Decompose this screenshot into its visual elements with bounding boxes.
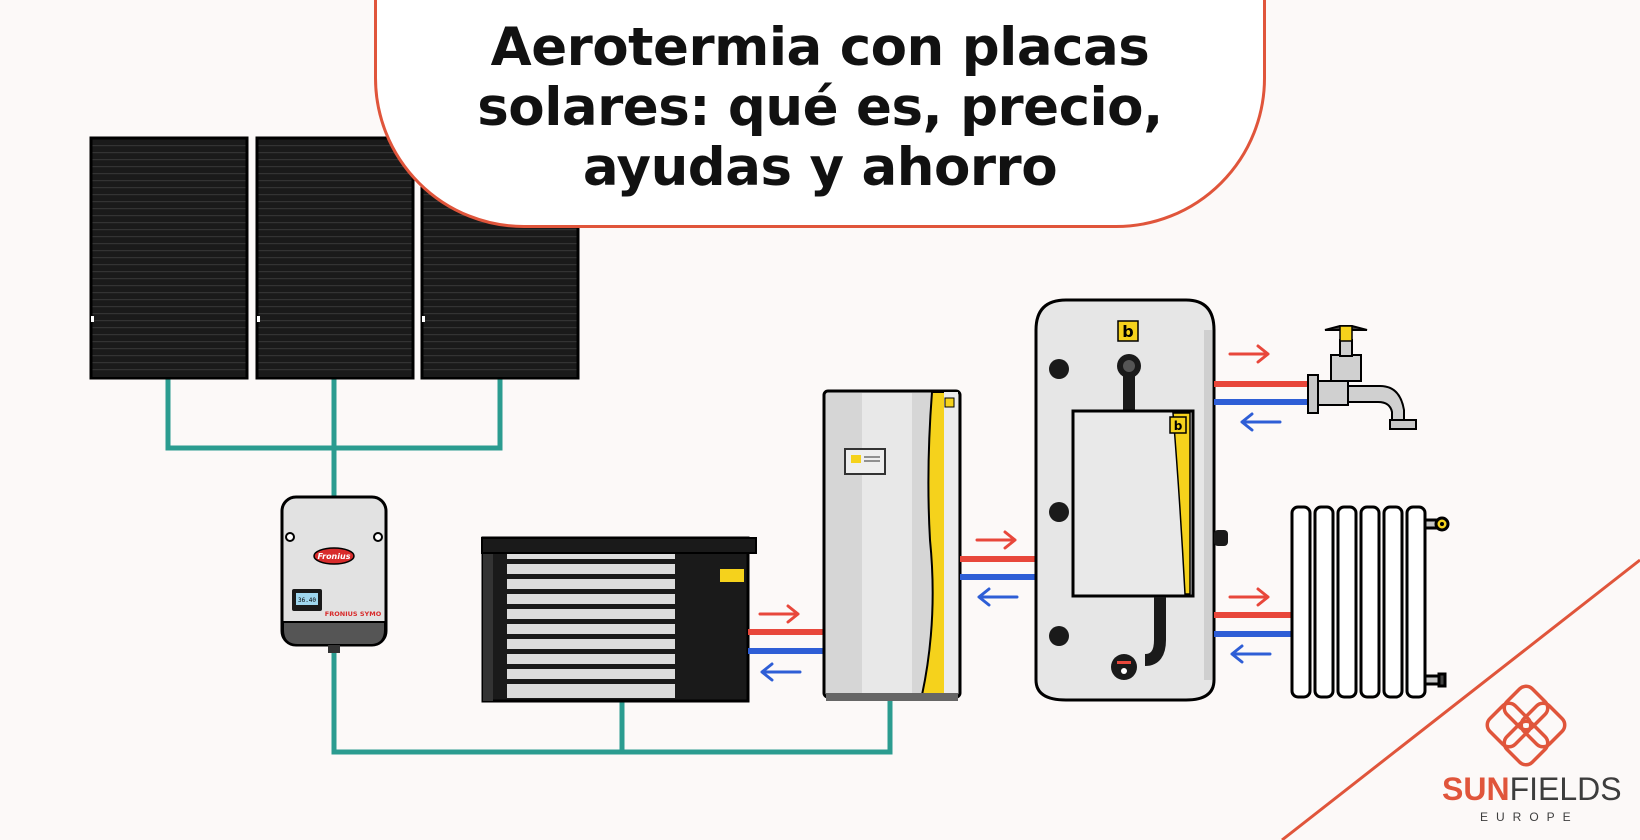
page-title: Aerotermia con placas solares: qué es, p… xyxy=(374,18,1266,198)
inverter-model: FRONIUS SYMO xyxy=(325,610,382,618)
svg-text:b: b xyxy=(1174,419,1183,433)
title-line-3: ayudas y ahorro xyxy=(582,137,1058,198)
logo-subtitle: EUROPE xyxy=(1480,810,1579,824)
pipes-faucet xyxy=(1214,381,1308,405)
title-line-1: Aerotermia con placas xyxy=(490,17,1150,78)
pipes-a xyxy=(748,629,824,654)
inverter-brand: Fronius xyxy=(318,552,351,561)
flow-arrows xyxy=(758,344,1282,682)
title-banner xyxy=(374,0,1266,228)
radiator-icon xyxy=(1290,505,1450,699)
logo-wordmark: SUNFIELDS xyxy=(1442,771,1622,808)
heat-pump-outdoor-icon xyxy=(481,536,757,703)
water-tank-icon: b b xyxy=(1034,298,1228,702)
title-line-2: solares: qué es, precio, xyxy=(477,77,1163,138)
inverter-display: 36.40 xyxy=(298,597,316,604)
dc-cables xyxy=(165,378,893,755)
logo-fields: FIELDS xyxy=(1509,771,1622,807)
pipes-radiator xyxy=(1214,612,1292,637)
logo-sun: SUN xyxy=(1442,771,1510,807)
corner-accent-line xyxy=(1281,558,1640,840)
pipes-b xyxy=(960,556,1036,580)
sunfields-logo-icon xyxy=(1485,684,1567,767)
svg-text:b: b xyxy=(1122,322,1133,341)
inverter-icon xyxy=(280,495,388,653)
faucet-icon xyxy=(1307,325,1417,430)
indoor-unit-icon xyxy=(822,389,962,701)
